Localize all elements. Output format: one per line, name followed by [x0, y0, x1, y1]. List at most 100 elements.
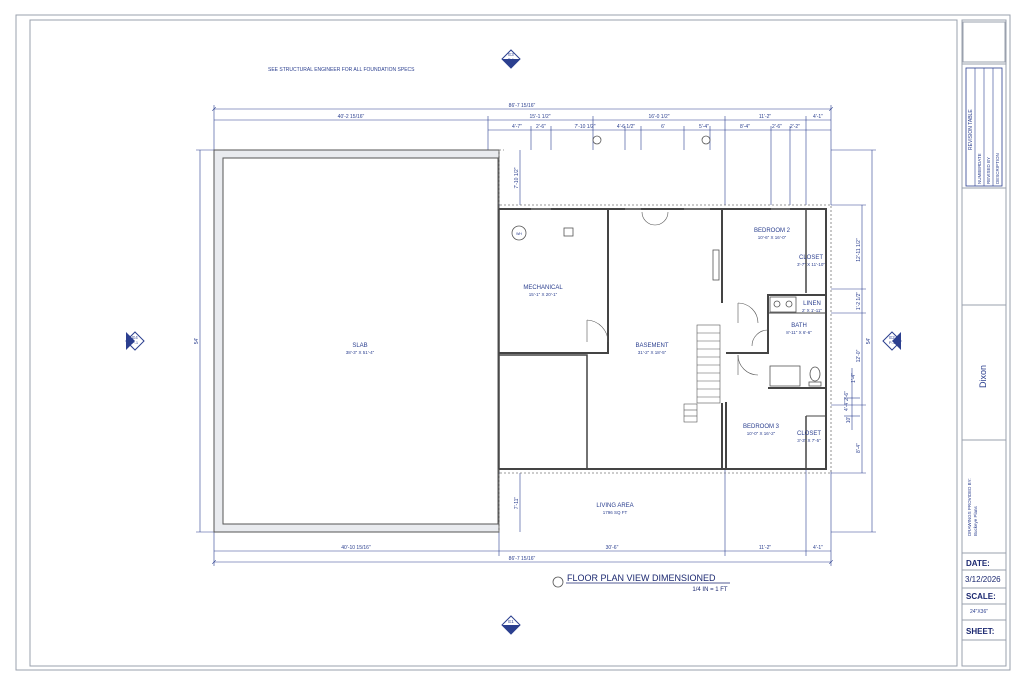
drawing-title: FLOOR PLAN VIEW DIMENSIONED — [567, 573, 716, 583]
dim-top-right2: 4'-1" — [813, 114, 823, 120]
dim-top-row-7: 8'-4" — [740, 124, 750, 130]
bathtub-icon — [769, 365, 801, 387]
room-label-mechanical: MECHANICAL — [523, 285, 563, 291]
dim-right-12-11: 12'-11 1/2" — [856, 238, 862, 262]
drawing-scale: 1/4 IN = 1 FT — [692, 587, 728, 593]
dim-top-overall: 86'-7 15/16" — [509, 103, 536, 109]
dim-top-row-5: 6' — [661, 124, 665, 130]
room-size-bath: 8'-11" X 6'-6" — [786, 330, 812, 335]
stair-handrail — [712, 249, 720, 281]
dim-top-row-6: 5'-4" — [699, 124, 709, 130]
project-name: Dixon — [978, 365, 988, 388]
dim-right-overall: 54' — [866, 338, 872, 345]
elevation-marker-right: E2 P-1 — [882, 331, 902, 351]
dim-right-1-2: 1'-2 1/2" — [856, 292, 862, 311]
room-label-slab: SLAB — [352, 343, 367, 349]
dim-top-left: 40'-2 15/16" — [338, 114, 365, 120]
post-icon — [592, 135, 602, 145]
room-label-closet-top: CLOSET — [799, 255, 823, 261]
room-size-linen: 2' X 1'-11" — [802, 308, 822, 313]
scale-label: SCALE: — [966, 592, 996, 601]
revision-col-description: DESCRIPTION — [995, 153, 1000, 184]
dim-top-mid: 15'-1 1/2" — [529, 114, 550, 120]
toilet-icon — [809, 366, 821, 382]
sheet-label: SHEET: — [966, 627, 994, 636]
svg-text:E3: E3 — [508, 52, 514, 57]
svg-text:P-1: P-1 — [508, 624, 515, 629]
room-size-closet-top: 3'-7" X 11'-10" — [797, 262, 825, 267]
room-size-living: 1796 SQ FT — [603, 510, 628, 515]
dim-bottom-mid: 30'-6" — [606, 545, 619, 551]
room-label-bedroom-2: BEDROOM 2 — [754, 228, 791, 234]
dim-bottom-right2: 4'-1" — [813, 545, 823, 551]
revision-table: REVISION TABLE NUMBER DATE REVISED BY DE… — [965, 67, 1003, 187]
slab-walls — [213, 149, 500, 533]
revision-col-revised-by: REVISED BY — [986, 157, 991, 184]
drawings-by-label: DRAWINGS PROVIDED BY: — [967, 478, 972, 536]
water-heater-icon — [511, 225, 527, 241]
dim-top-row-9: 2'-2" — [790, 124, 800, 130]
dim-left-overall: 54' — [194, 338, 200, 345]
dim-right-10: 10' — [846, 417, 852, 424]
dimension-lines — [196, 105, 876, 566]
post-icon — [701, 135, 711, 145]
dim-top-row-8: 2'-6" — [772, 124, 782, 130]
sink-icon — [773, 300, 781, 308]
elevation-marker-top: E3 P-1 — [501, 49, 521, 69]
foundation-outline — [498, 149, 832, 532]
fixtures — [511, 225, 822, 387]
elevation-marker-left: E4 P-1 — [125, 331, 145, 351]
structural-note: SEE STRUCTURAL ENGINEER FOR ALL FOUNDATI… — [268, 67, 415, 73]
svg-text:E1: E1 — [508, 619, 514, 624]
dim-top-mid2: 16'-0 1/2" — [648, 114, 669, 120]
dim-top-row-1: 4'-7" — [512, 124, 522, 130]
svg-text:E2: E2 — [889, 335, 895, 340]
title-block — [961, 19, 1007, 667]
interior-walls — [498, 208, 827, 470]
revision-col-date: DATE — [977, 153, 982, 165]
room-label-closet-bottom: CLOSET — [797, 431, 821, 437]
stairs-icon — [683, 324, 721, 423]
dim-right-small-2: 4'-4" — [844, 401, 850, 411]
dim-top-row-2: 2'-6" — [536, 124, 546, 130]
dim-right-small-3: 1'-4" — [851, 373, 857, 383]
room-label-living: LIVING AREA — [596, 503, 633, 509]
water-heater-label: WH — [516, 232, 522, 236]
sheet-inner-border — [29, 19, 958, 667]
room-label-linen: LINEN — [803, 301, 821, 307]
door-swings — [586, 211, 769, 376]
dim-top-row-4: 4'-6 1/2" — [617, 124, 636, 130]
sink-icon — [785, 300, 793, 308]
room-label-basement: BASEMENT — [635, 343, 668, 349]
room-size-bedroom-2: 10'-6" X 16'-0" — [758, 235, 787, 240]
furnace-icon — [563, 227, 574, 237]
sheet-outer-border — [15, 14, 1011, 671]
svg-text:P-1: P-1 — [508, 57, 515, 62]
view-marker-icon — [552, 576, 564, 588]
room-label-bedroom-3: BEDROOM 3 — [743, 424, 780, 430]
scale-value: 24"X36" — [970, 609, 988, 615]
elevation-marker-bottom: E1 P-1 — [501, 615, 521, 635]
dim-right-8-4: 8'-4" — [856, 443, 862, 453]
room-size-bedroom-3: 10'-0" X 16'-2" — [747, 431, 776, 436]
dim-right-small-1: 2'-6" — [844, 391, 850, 401]
svg-text:P-1: P-1 — [132, 340, 139, 345]
revision-col-number: NUMBER — [977, 164, 982, 184]
revision-table-header: REVISION TABLE — [968, 109, 974, 150]
date-value: 3/12/2026 — [965, 575, 1001, 584]
date-label: DATE: — [966, 559, 990, 568]
dim-left-upper: 7'-10 1/2" — [514, 167, 520, 188]
dim-bottom-right1: 11'-2" — [759, 545, 772, 551]
room-label-bath: BATH — [791, 323, 807, 329]
room-size-slab: 38'-3" X 51'-4" — [346, 350, 375, 355]
svg-text:E4: E4 — [132, 335, 138, 340]
room-size-mechanical: 15'-1" X 20'-1" — [529, 292, 558, 297]
room-size-closet-bottom: 3'-3" X 7'-5" — [797, 438, 821, 443]
dim-top-right1: 11'-2" — [759, 114, 772, 120]
svg-text:P-1: P-1 — [889, 340, 896, 345]
drawings-by-name: Buckeye Plans — [973, 505, 978, 536]
dim-left-lower: 7'-11" — [514, 497, 520, 510]
dim-bottom-overall: 86'-7 15/16" — [509, 556, 536, 562]
room-size-basement: 31'-2" X 18'-5" — [638, 350, 667, 355]
